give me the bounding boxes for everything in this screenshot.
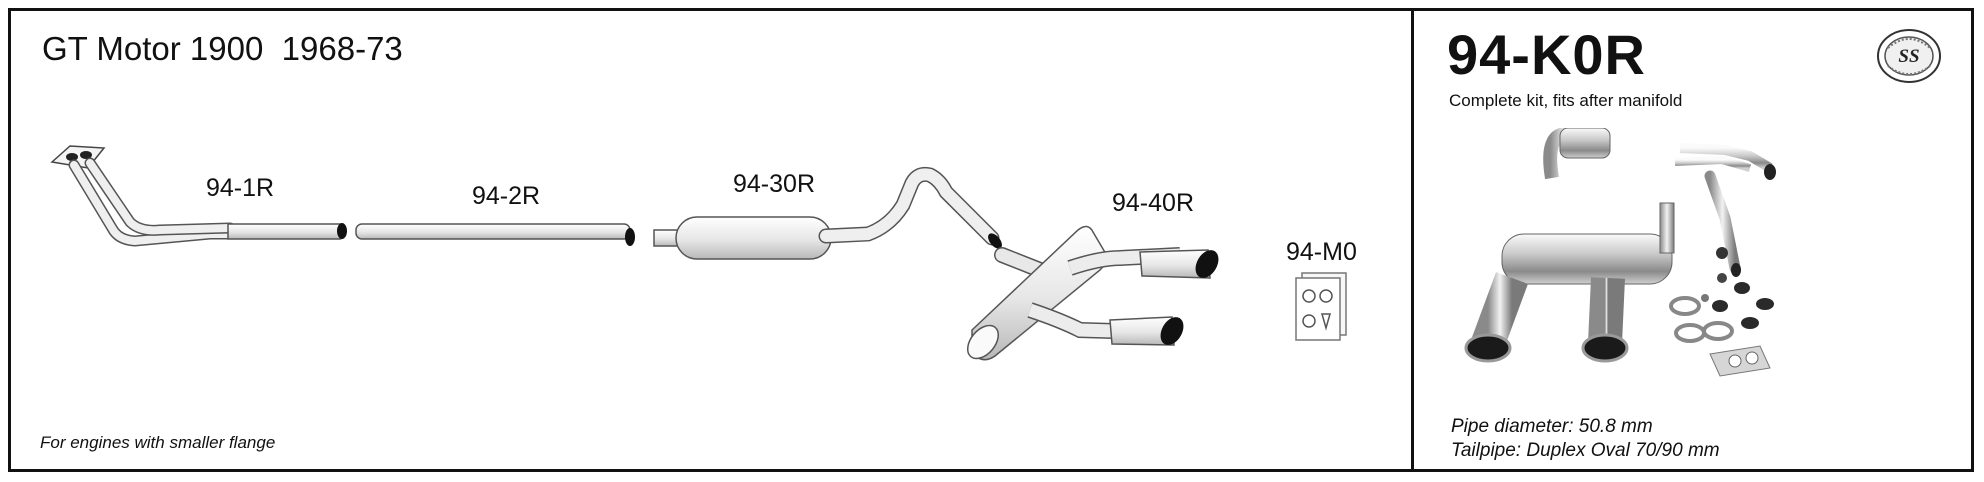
tailpipe-spec: Tailpipe: Duplex Oval 70/90 mm [1451, 440, 1720, 461]
part-label-94-2r: 94-2R [472, 182, 541, 210]
part-label-94-1r: 94-1R [206, 174, 275, 202]
part-94-m0-mounting-kit [1295, 272, 1347, 341]
catalog-frame [8, 8, 1974, 472]
engine-footnote: For engines with smaller flange [40, 433, 276, 452]
pipe-diameter-spec: Pipe diameter: 50.8 mm [1451, 416, 1653, 437]
part-94-30r-muffler [653, 166, 1002, 260]
stainless-steel-quality-seal-icon: SS [1877, 29, 1941, 83]
kit-code: 94-K0R [1447, 23, 1646, 86]
part-94-40r-rear-muffler [966, 225, 1219, 361]
part-94-2r-pipe [355, 223, 635, 246]
svg-text:SS: SS [1898, 46, 1919, 67]
kit-description: Complete kit, fits after manifold [1449, 91, 1683, 110]
vehicle-title: GT Motor 1900 1968-73 [42, 30, 403, 67]
panel-divider [1411, 8, 1414, 472]
part-94-1r-pipe [50, 145, 347, 247]
part-label-94-40r: 94-40R [1112, 189, 1194, 217]
kit-product-photo [1464, 128, 1776, 377]
part-label-94-m0: 94-M0 [1286, 238, 1357, 266]
part-label-94-30r: 94-30R [733, 170, 815, 198]
